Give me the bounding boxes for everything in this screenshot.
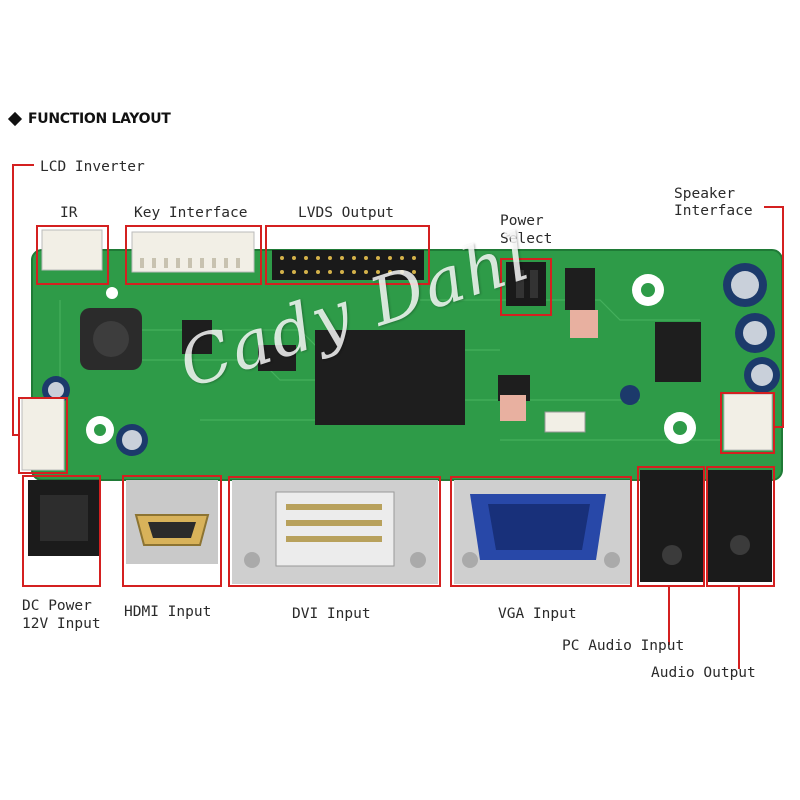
label-speaker-interface-line1: Speaker bbox=[674, 186, 736, 202]
speaker-leader-stub bbox=[774, 426, 784, 428]
key-interface-box bbox=[125, 225, 262, 285]
lcd-inverter-leader-stub bbox=[12, 434, 20, 436]
label-ir: IR bbox=[60, 205, 78, 221]
label-lcd-inverter: LCD Inverter bbox=[40, 159, 145, 175]
main-chip bbox=[315, 330, 465, 425]
section-heading-text: FUNCTION LAYOUT bbox=[28, 111, 171, 127]
section-heading: FUNCTION LAYOUT bbox=[7, 111, 171, 127]
label-power-select-line1: Power bbox=[500, 213, 544, 229]
label-vga-input: VGA Input bbox=[498, 606, 577, 622]
pc-audio-input-box bbox=[637, 466, 705, 587]
lcd-inverter-leader-vertical bbox=[12, 164, 14, 436]
hdmi-input-box bbox=[122, 475, 222, 587]
label-key-interface: Key Interface bbox=[134, 205, 248, 221]
lvds-pin-header bbox=[272, 250, 424, 280]
label-speaker-interface-line2: Interface bbox=[674, 203, 753, 219]
label-dc-power-line2: 12V Input bbox=[22, 616, 101, 632]
label-power-select-line2: Select bbox=[500, 231, 553, 247]
dc-power-box bbox=[22, 475, 101, 587]
label-dc-power-line1: DC Power bbox=[22, 598, 92, 614]
speaker-connector bbox=[723, 393, 773, 451]
ir-box bbox=[36, 225, 109, 285]
speaker-leader-vertical bbox=[782, 206, 784, 428]
audio-output-jack bbox=[708, 470, 772, 582]
vga-input-box bbox=[450, 476, 632, 587]
speaker-leader-horizontal bbox=[764, 206, 784, 208]
pc-audio-leader bbox=[668, 587, 670, 645]
label-dvi-input: DVI Input bbox=[292, 606, 371, 622]
dvi-input-box bbox=[228, 476, 441, 587]
power-select-box bbox=[500, 258, 552, 316]
lcd-inverter-leader-horizontal bbox=[12, 164, 34, 166]
lcd-inverter-connector bbox=[21, 397, 65, 471]
lvds-output-box bbox=[265, 225, 430, 285]
audio-output-box bbox=[706, 466, 775, 587]
power-select-jumper bbox=[506, 262, 546, 306]
audio-output-leader bbox=[738, 587, 740, 669]
label-hdmi-input: HDMI Input bbox=[124, 604, 212, 620]
label-lvds-output: LVDS Output bbox=[298, 205, 395, 221]
ir-connector bbox=[41, 229, 103, 271]
label-pc-audio-input: PC Audio Input bbox=[562, 638, 685, 654]
lcd-inverter-box bbox=[18, 397, 68, 474]
speaker-interface-box bbox=[720, 392, 775, 454]
label-audio-output: Audio Output bbox=[651, 665, 756, 681]
